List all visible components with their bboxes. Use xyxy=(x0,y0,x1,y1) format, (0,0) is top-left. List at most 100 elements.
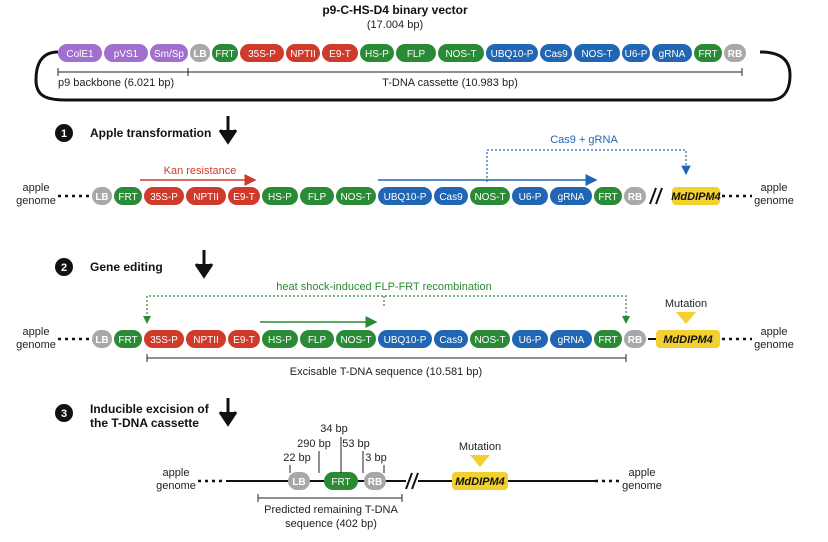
element-flp: FLP xyxy=(300,187,334,205)
element-label: NOS-T xyxy=(340,192,371,203)
element-nos-t: NOS-T xyxy=(336,187,376,205)
element-label: 35S-P xyxy=(150,335,178,346)
element-cas9: Cas9 xyxy=(540,44,572,62)
step-2-number: 2 xyxy=(61,262,67,274)
element-label: U6-P xyxy=(519,335,542,346)
bp-53-label: 53 bp xyxy=(342,438,370,450)
element-e9-t: E9-T xyxy=(228,330,260,348)
element-label: HS-P xyxy=(365,49,389,60)
element-label: U6-P xyxy=(625,49,648,60)
step-3-badge xyxy=(55,404,73,422)
vector-size: (17.004 bp) xyxy=(367,19,423,31)
step-1-label: Apple transformation xyxy=(90,126,211,140)
bp-22-label: 22 bp xyxy=(283,452,311,464)
element-nptii: NPTII xyxy=(186,330,226,348)
step-1-badge xyxy=(55,124,73,142)
element-label: NOS-T xyxy=(581,49,612,60)
element-label: LB xyxy=(95,335,108,346)
target-gene-box-2 xyxy=(656,330,720,348)
element-e9-t: E9-T xyxy=(228,187,260,205)
genome-left-3b: genome xyxy=(156,480,196,492)
genome-left-1b: genome xyxy=(16,195,56,207)
step-3-label-line2: the T-DNA cassette xyxy=(90,416,199,430)
element-label: UBQ10-P xyxy=(384,335,427,346)
element-grna: gRNA xyxy=(550,330,592,348)
backbone-label: p9 backbone (6.021 bp) xyxy=(58,77,174,89)
cas9-grna-label: Cas9 + gRNA xyxy=(550,134,618,146)
break-symbol-1 xyxy=(649,187,663,205)
element-rb: RB xyxy=(624,330,646,348)
element-label: RB xyxy=(628,335,642,346)
element-nptii: NPTII xyxy=(286,44,320,62)
element-grna: gRNA xyxy=(550,187,592,205)
element-label: HS-P xyxy=(268,335,292,346)
element-cas9: Cas9 xyxy=(434,187,468,205)
element-label: LB xyxy=(292,477,305,488)
element-frt: FRT xyxy=(114,330,142,348)
break-symbol-3 xyxy=(405,472,419,490)
element-frt: FRT xyxy=(594,330,622,348)
bp-290-label: 290 bp xyxy=(297,438,331,450)
element-label: gRNA xyxy=(558,192,585,203)
element-lb: LB xyxy=(92,330,112,348)
element-u6-p: U6-P xyxy=(512,330,548,348)
element-nos-t: NOS-T xyxy=(336,330,376,348)
element-label: NPTII xyxy=(290,49,316,60)
element-rb: RB xyxy=(724,44,746,62)
element-label: NOS-T xyxy=(340,335,371,346)
element-label: 35S-P xyxy=(248,49,276,60)
element-label: Sm/Sp xyxy=(154,49,184,60)
element-label: LB xyxy=(95,192,108,203)
element-label: E9-T xyxy=(233,192,255,203)
element-hs-p: HS-P xyxy=(360,44,394,62)
element-label: RB xyxy=(728,49,742,60)
target-gene-box-3 xyxy=(452,472,508,490)
element-label: NOS-T xyxy=(474,335,505,346)
step-2-badge xyxy=(55,258,73,276)
element-label: FLP xyxy=(308,335,327,346)
element-label: FRT xyxy=(118,192,137,203)
element-nos-t: NOS-T xyxy=(438,44,484,62)
element-sm-sp: Sm/Sp xyxy=(150,44,188,62)
element-nptii: NPTII xyxy=(186,187,226,205)
element-35s-p: 35S-P xyxy=(240,44,284,62)
plasmid-loop xyxy=(34,50,792,102)
element-label: Cas9 xyxy=(439,192,463,203)
target-gene-2: MdDIPM4 xyxy=(663,334,713,346)
row3-segments: LB FRT RB xyxy=(288,472,386,490)
mutation-label-2: Mutation xyxy=(665,298,707,310)
cassette-label: T-DNA cassette (10.983 bp) xyxy=(382,77,518,89)
recombination-path xyxy=(146,295,627,322)
element-label: Cas9 xyxy=(439,335,463,346)
element-label: E9-T xyxy=(233,335,255,346)
element-grna: gRNA xyxy=(652,44,692,62)
element-label: NPTII xyxy=(193,335,219,346)
down-arrow-1 xyxy=(218,116,238,145)
element-label: NOS-T xyxy=(474,192,505,203)
element-e9-t: E9-T xyxy=(322,44,358,62)
element-label: RB xyxy=(368,477,382,488)
mutation-label-3: Mutation xyxy=(459,441,501,453)
element-lb: LB xyxy=(92,187,112,205)
element-ubq10-p: UBQ10-P xyxy=(378,330,432,348)
element-flp: FLP xyxy=(300,330,334,348)
mutation-marker-3 xyxy=(470,455,490,467)
element-label: FRT xyxy=(331,477,350,488)
element-label: UBQ10-P xyxy=(384,192,427,203)
element-label: NPTII xyxy=(193,192,219,203)
element-rb: RB xyxy=(624,187,646,205)
element-35s-p: 35S-P xyxy=(144,187,184,205)
element-hs-p: HS-P xyxy=(262,330,298,348)
element-frt: FRT xyxy=(594,187,622,205)
genome-right-2a: apple xyxy=(761,326,788,338)
element-label: FRT xyxy=(118,335,137,346)
remaining-label-line1: Predicted remaining T-DNA xyxy=(264,504,398,516)
bp-3-label: 3 bp xyxy=(365,452,386,464)
element-nos-t: NOS-T xyxy=(470,330,510,348)
step-3-number: 3 xyxy=(61,408,67,420)
element-label: E9-T xyxy=(329,49,351,60)
genome-right-3a: apple xyxy=(629,467,656,479)
genome-left-1a: apple xyxy=(23,182,50,194)
mutation-marker-2 xyxy=(676,312,696,324)
element-label: UBQ10-P xyxy=(491,49,534,60)
